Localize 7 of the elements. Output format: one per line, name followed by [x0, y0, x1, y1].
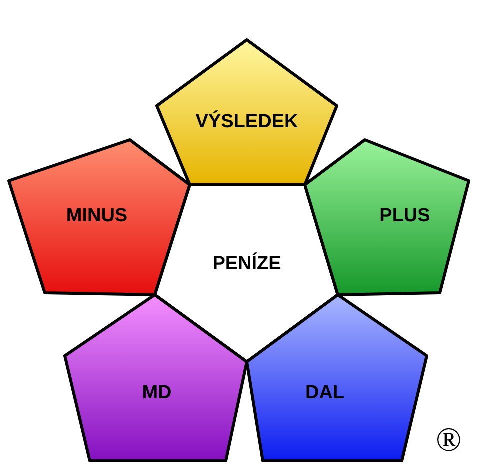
pentagon-label: MINUS	[66, 206, 128, 226]
pentagon-label: PENÍZE	[212, 254, 282, 274]
pentagon-label: PLUS	[380, 206, 430, 226]
registered-mark: ®	[436, 424, 462, 458]
pentagon-label: DAL	[305, 384, 345, 402]
pentagon-label: MD	[142, 384, 172, 402]
pentagon-label: VÝSLEDEK	[196, 112, 298, 132]
